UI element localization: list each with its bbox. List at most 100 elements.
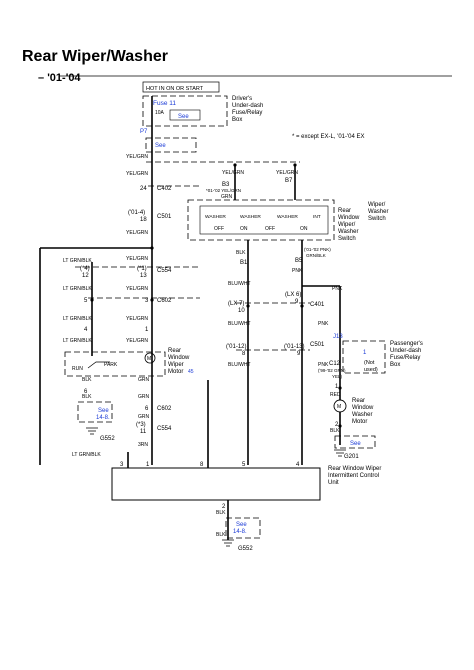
yelgrn-label-7: YEL/GRN (126, 286, 148, 292)
bluwht-3: BLU/WHT (228, 362, 251, 368)
c402-label: C402 (157, 186, 172, 192)
bottom-blk-1: BLK (216, 510, 226, 516)
red-label: RED (330, 392, 341, 398)
unit-pin-3: 3 (120, 462, 124, 468)
wiper-motor-box (64, 351, 166, 377)
fuse-see-box (169, 109, 201, 121)
motor-ref: 45 (188, 369, 194, 375)
j1-label: 1 (363, 350, 367, 356)
unit-pin-8: 8 (200, 462, 204, 468)
b5-label: B5 (295, 258, 303, 264)
blk-label-1: BLK (236, 250, 246, 256)
yelgrn-label-1: YEL/GRN (126, 154, 148, 160)
yelgrn-label-9: YEL/GRN (126, 338, 148, 344)
bottom-g552: G552 (238, 546, 253, 552)
bottom-blk-2: BLK (216, 532, 226, 538)
bluwht-1: BLU/WHT (228, 281, 251, 287)
pnk-label-2: PNK (332, 286, 343, 292)
see-link-2[interactable]: See (155, 143, 166, 149)
fuse-amp: 10A (155, 110, 165, 116)
pin-4-12: (*4)12 (80, 266, 90, 279)
lx7-10: (LX 7)10 (228, 301, 245, 314)
fuse-see-link[interactable]: See (178, 114, 189, 120)
b3-label: B3 (222, 182, 230, 188)
int-label: INT (313, 214, 321, 220)
ltgrnblk-2: LT GRN/BLK (63, 286, 92, 292)
washer-motor-symbol (333, 399, 347, 413)
ground-g552 (86, 427, 98, 435)
park-label: PARK (104, 362, 118, 368)
pin-0112-8: ('01-12)8 (226, 344, 247, 357)
switch-inner (199, 205, 329, 235)
pin1-washer: 1 (335, 384, 339, 390)
page-subtitle: – '01-'04 (38, 72, 81, 84)
grn-3rn: 3RN (138, 442, 148, 448)
motor-switch (87, 361, 110, 369)
ltgrnblk-4: LT GRN/BLK (63, 338, 92, 344)
see-washer-box (334, 435, 376, 449)
unit-pin-4: 4 (296, 462, 300, 468)
blk-left-2: BLK (82, 394, 92, 400)
driver-fuse-box (142, 95, 228, 127)
bottom-pin2: 2 (222, 504, 226, 510)
wiper-motor-symbol (144, 352, 156, 364)
washer-m: M (337, 404, 341, 410)
bluwht-2: BLU/WHT (228, 321, 251, 327)
c501-label: C501 (157, 214, 172, 220)
unit-pin-1: 1 (146, 462, 150, 468)
pass-fuse-box (342, 340, 386, 374)
motor-m: M (147, 356, 151, 362)
c554-pin: (*1)13 (137, 266, 147, 279)
yelgrn-label-3: YEL/GRN (222, 170, 244, 176)
washer-label-3: WASHER (277, 214, 298, 220)
c602-label: C602 (157, 298, 172, 304)
b1-label: B1 (240, 260, 248, 266)
j13-label: J13 (333, 334, 343, 340)
grn-left-2: GRN (138, 394, 150, 400)
on-label-2: ON (300, 226, 308, 232)
yelgrn-label-4: YEL/GRN (276, 170, 298, 176)
ltgrnblk-1: LT GRN/BLK (63, 258, 92, 264)
c401-label: C401 (310, 302, 325, 308)
fuse-label: Fuse 11 (153, 100, 176, 107)
ltgrnblk-left: LT GRN/BLK (72, 452, 101, 458)
c12-label: C12 (329, 361, 341, 367)
except-note: * = except EX-L, '01-'04 EX (292, 134, 365, 140)
hot-label: HOT IN ON OR START (146, 86, 204, 92)
blk-left-1: BLK (82, 377, 92, 383)
pin5: 5 (84, 298, 88, 304)
pin-0113-9: ('01-13)9 (284, 344, 305, 357)
washer-label-2: WASHER (240, 214, 261, 220)
b7-label: B7 (285, 178, 293, 184)
c501-label-2: C501 (310, 342, 325, 348)
splice-dots (90, 163, 342, 428)
pnk-label-3: PNK (318, 321, 329, 327)
on-label: ON (240, 226, 248, 232)
year-range: '01-'04 (47, 72, 81, 84)
control-unit-box (111, 467, 321, 501)
c501-pin: ('01-4)18 (128, 210, 147, 223)
yelgrn-label-5: YEL/GRN (126, 230, 148, 236)
p7-label: P7 (140, 129, 148, 135)
see-box-2 (145, 137, 197, 153)
yelgrn-label-6: YEL/GRN (126, 256, 148, 262)
see-washer[interactable]: See (350, 441, 361, 447)
yelgrn-label-8: YEL/GRN (126, 316, 148, 322)
pin4: 4 (84, 327, 88, 333)
page-title: Rear Wiper/Washer (22, 48, 168, 65)
lx6-9: (LX 6)9 (285, 292, 301, 305)
g552-label: G552 (100, 436, 115, 442)
pin1: 1 (145, 327, 149, 333)
blk-6-c602: 6 (145, 406, 149, 412)
hot-box (142, 81, 220, 93)
washer-switch-box (187, 199, 335, 241)
blk-washer: BLK (330, 428, 340, 434)
pin2-washer: 2 (335, 422, 339, 428)
